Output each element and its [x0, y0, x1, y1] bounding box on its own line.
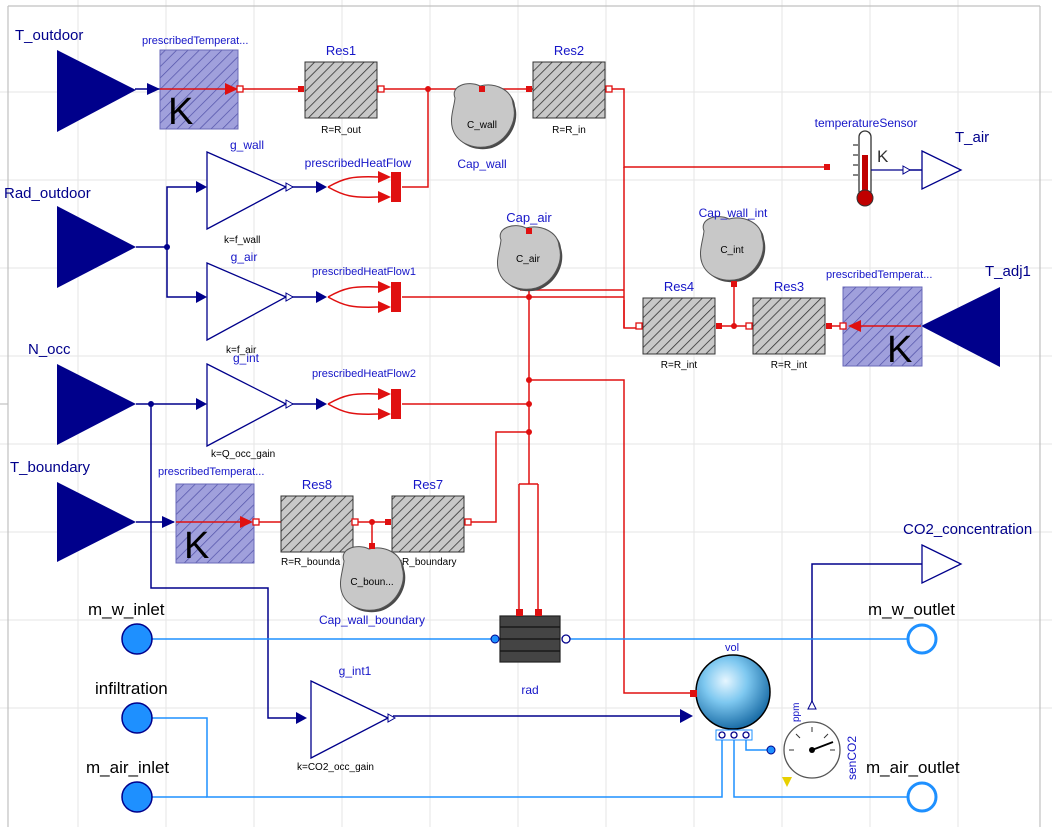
param-Res8: R=R_bounda: [281, 557, 341, 568]
label-prescribedHeatFlow1: prescribedHeatFlow1: [312, 266, 416, 278]
label-g_wall: g_wall: [230, 138, 264, 152]
param-g_int: k=Q_occ_gain: [211, 449, 275, 460]
input-port-T_outdoor[interactable]: T_outdoor: [15, 27, 136, 132]
param-Res7: R=R_boundary: [389, 557, 457, 568]
label-prescribedTemperature1: prescribedTemperat...: [142, 35, 248, 47]
param-Res3: R=R_int: [771, 360, 808, 371]
param-Res1: R=R_out: [321, 125, 361, 136]
label-senCO2: senCO2: [845, 736, 859, 780]
label-Cap_wall_int: Cap_wall_int: [699, 206, 768, 220]
label-Res4: Res4: [664, 279, 694, 294]
label-T_adj1: T_adj1: [985, 263, 1031, 280]
output-port-CO2_concentration[interactable]: CO2_concentration: [903, 521, 1032, 585]
k-symbol: K: [887, 329, 912, 371]
input-port-T_adj1[interactable]: T_adj1: [921, 263, 1031, 367]
resistor-Res3[interactable]: Res3 R=R_int: [745, 279, 832, 371]
label-g_int1: g_int1: [339, 664, 372, 678]
input-port-T_boundary[interactable]: T_boundary: [10, 459, 136, 562]
fluid-port-m_air_inlet[interactable]: m_air_inlet: [86, 758, 169, 813]
fluid-connections: [152, 638, 907, 798]
label-m_w_outlet: m_w_outlet: [868, 600, 955, 619]
label-prescribedHeatFlow2: prescribedHeatFlow2: [312, 368, 416, 380]
label-g_int: g_int: [233, 351, 260, 365]
inner-Cap_wall: C_wall: [467, 120, 497, 131]
label-Res1: Res1: [326, 43, 356, 58]
gain-block-g_air[interactable]: g_air k=f_air: [196, 250, 295, 356]
prescribed-heat-flow-2[interactable]: prescribedHeatFlow2: [312, 368, 416, 420]
label-Cap_wall_boundary: Cap_wall_boundary: [319, 613, 425, 627]
inner-Cap_wall_int: C_int: [720, 245, 744, 256]
label-rad: rad: [521, 683, 538, 697]
fluid-port-infiltration[interactable]: infiltration: [95, 679, 168, 734]
param-Res4: R=R_int: [661, 360, 698, 371]
input-port-Rad_outdoor[interactable]: Rad_outdoor: [4, 185, 136, 288]
label-prescribedTemperature2: prescribedTemperat...: [826, 269, 932, 281]
label-Rad_outdoor: Rad_outdoor: [4, 185, 91, 202]
prescribed-heat-flow[interactable]: prescribedHeatFlow: [305, 156, 412, 203]
param-g_wall: k=f_wall: [224, 235, 260, 246]
label-T_air: T_air: [955, 129, 989, 146]
param-g_int1: k=CO2_occ_gain: [297, 762, 374, 773]
connection-nodes: [148, 86, 737, 525]
gain-block-g_wall[interactable]: g_wall k=f_wall: [196, 138, 295, 246]
label-T_outdoor: T_outdoor: [15, 27, 83, 44]
heat-capacitor-Cap_wall_int[interactable]: C_int Cap_wall_int: [699, 206, 768, 287]
resistor-Res2[interactable]: Res2 R=R_in: [526, 43, 613, 136]
resistor-Res4[interactable]: Res4 R=R_int: [635, 279, 722, 371]
label-prescribedTemperature3: prescribedTemperat...: [158, 466, 264, 478]
temperature-sensor[interactable]: K temperatureSensor: [815, 116, 918, 207]
label-N_occ: N_occ: [28, 341, 71, 358]
resistor-Res8[interactable]: Res8 R=R_bounda: [280, 477, 359, 568]
label-vol: vol: [725, 642, 739, 654]
label-infiltration: infiltration: [95, 679, 168, 698]
sensor-unit: K: [877, 147, 889, 166]
label-m_air_inlet: m_air_inlet: [86, 758, 169, 777]
prescribed-temperature-block[interactable]: K prescribedTemperat...: [826, 269, 932, 371]
prescribed-temperature-block[interactable]: K prescribedTemperat...: [158, 466, 264, 567]
param-Res2: R=R_in: [552, 125, 586, 136]
fluid-port-m_w_inlet[interactable]: m_w_inlet: [88, 600, 165, 655]
label-m_w_inlet: m_w_inlet: [88, 600, 165, 619]
heat-capacitor-Cap_air[interactable]: C_air Cap_air: [496, 210, 563, 292]
label-Res7: Res7: [413, 477, 443, 492]
gain-block-g_int1[interactable]: g_int1 k=CO2_occ_gain: [296, 664, 397, 773]
k-symbol: K: [184, 525, 209, 567]
fluid-port-m_air_outlet[interactable]: m_air_outlet: [866, 758, 960, 813]
fluid-port-m_w_outlet[interactable]: m_w_outlet: [868, 600, 955, 655]
prescribed-heat-flow-1[interactable]: prescribedHeatFlow1: [312, 266, 416, 313]
label-Res8: Res8: [302, 477, 332, 492]
inner-Cap_wall_boundary: C_boun...: [350, 577, 393, 588]
input-port-N_occ[interactable]: N_occ: [28, 341, 136, 445]
prescribed-temperature-block[interactable]: K prescribedTemperat...: [142, 35, 248, 133]
diagram-border: [0, 5, 1041, 827]
unit-ppm: ppm: [791, 703, 802, 722]
label-Cap_wall: Cap_wall: [457, 157, 506, 171]
heat-capacitor-Cap_wall_boundary[interactable]: C_boun... Cap_wall_boundary: [319, 543, 425, 627]
param-g_air: k=f_air: [226, 345, 257, 356]
k-symbol: K: [168, 91, 193, 133]
label-T_boundary: T_boundary: [10, 459, 91, 476]
output-port-T_air[interactable]: T_air: [921, 129, 989, 191]
label-temperatureSensor: temperatureSensor: [815, 116, 918, 130]
label-prescribedHeatFlow: prescribedHeatFlow: [305, 156, 412, 170]
label-Res2: Res2: [554, 43, 584, 58]
label-Res3: Res3: [774, 279, 804, 294]
gain-block-g_int[interactable]: g_int k=Q_occ_gain: [196, 351, 295, 460]
label-CO2_concentration: CO2_concentration: [903, 521, 1032, 538]
label-m_air_outlet: m_air_outlet: [866, 758, 960, 777]
radiator-rad[interactable]: rad: [490, 609, 571, 697]
resistor-Res7[interactable]: Res7 R=R_boundary: [385, 477, 472, 568]
mixing-volume-vol[interactable]: vol: [680, 642, 771, 741]
resistor-Res1[interactable]: Res1 R=R_out: [298, 43, 385, 136]
label-Cap_air: Cap_air: [506, 210, 552, 225]
inner-Cap_air: C_air: [516, 254, 541, 265]
co2-sensor-senCO2[interactable]: ppm senCO2: [766, 699, 859, 787]
label-g_air: g_air: [231, 250, 258, 264]
heat-capacitor-Cap_wall[interactable]: C_wall Cap_wall: [450, 83, 517, 171]
